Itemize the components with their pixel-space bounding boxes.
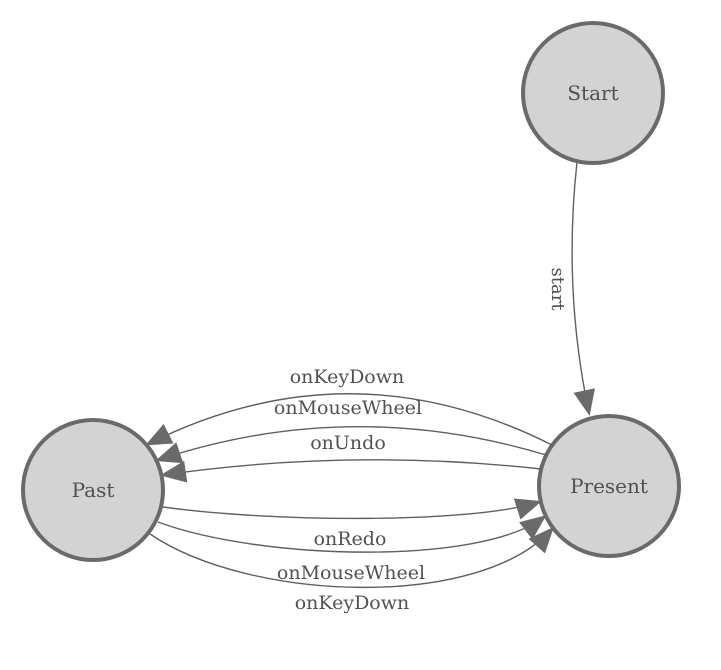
state-label-present: Present — [570, 474, 648, 498]
edge-present-to-past-onkeydown — [145, 393, 553, 446]
edge-label-onmousewheel-top: onMouseWheel — [274, 397, 422, 419]
edge-label-onkeydown-top: onKeyDown — [290, 366, 405, 388]
edge-label-onkeydown-bottom: onKeyDown — [295, 592, 410, 614]
edge-present-to-past-onmousewheel — [155, 426, 547, 464]
state-node-past: Past — [21, 418, 165, 562]
state-label-past: Past — [72, 478, 115, 502]
edge-present-to-past-onundo — [160, 459, 542, 483]
transition-edges: start onKeyDown onMouseWheel onUndo onRe… — [145, 161, 596, 614]
edge-start-to-present — [571, 161, 596, 416]
edge-past-to-present-onkeydown — [149, 526, 554, 589]
state-circle-present — [537, 414, 681, 558]
state-circle-start — [521, 21, 665, 165]
state-node-present: Present — [537, 414, 681, 558]
edge-label-start: start — [547, 267, 568, 311]
edge-past-to-present-onredo — [162, 498, 542, 520]
edge-past-to-present-onmousewheel — [157, 515, 547, 553]
edge-label-onredo: onRedo — [314, 528, 387, 550]
state-circle-past — [21, 418, 165, 562]
state-node-start: Start — [521, 21, 665, 165]
edge-label-onundo: onUndo — [310, 432, 386, 454]
state-label-start: Start — [567, 81, 618, 105]
edge-label-onmousewheel-bottom: onMouseWheel — [277, 562, 425, 584]
